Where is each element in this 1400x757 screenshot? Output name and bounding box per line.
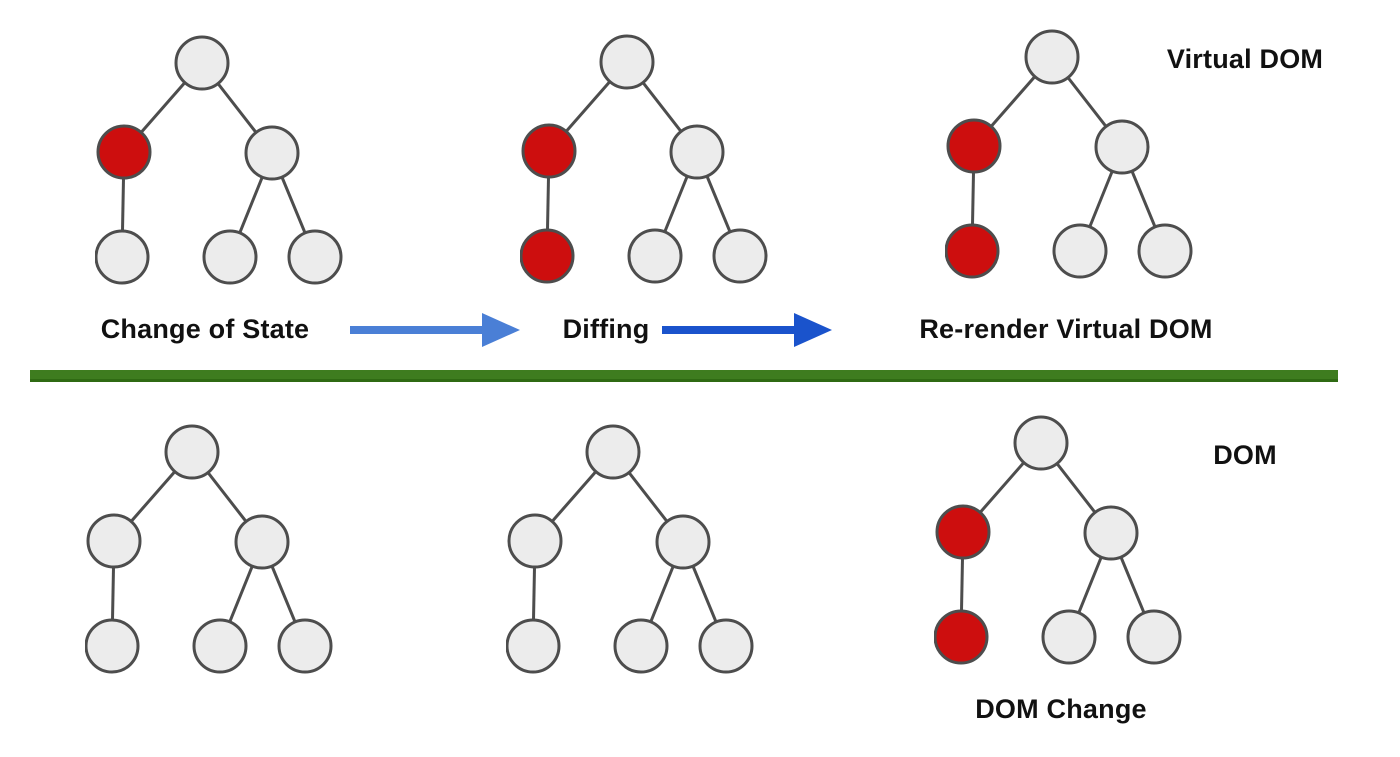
step-label-rerender-virtual-dom: Re-render Virtual DOM xyxy=(919,314,1213,344)
tree-node-gray xyxy=(1052,223,1108,279)
tree-node-gray xyxy=(86,513,142,569)
tree-rerender-virtual-dom xyxy=(945,29,1193,279)
tree-node-gray xyxy=(1041,609,1097,665)
arrow-head xyxy=(482,313,520,347)
tree-node-gray xyxy=(234,514,290,570)
step-label-change-of-state: Change of State xyxy=(100,314,310,344)
tree-node-gray xyxy=(1013,415,1069,471)
tree-node-red xyxy=(520,228,575,284)
dom-section-label: DOM xyxy=(1213,440,1277,470)
arrow-diffing-to-rerender-icon xyxy=(662,313,832,347)
tree-node-gray xyxy=(1137,223,1193,279)
tree-node-gray xyxy=(669,124,725,180)
tree-node-red xyxy=(934,609,989,665)
tree-node-red xyxy=(521,123,577,179)
step-label-diffing: Diffing xyxy=(562,314,650,344)
tree-node-gray xyxy=(655,514,711,570)
tree-node-gray xyxy=(506,618,561,674)
tree-node-gray xyxy=(613,618,669,674)
tree-node-gray xyxy=(85,618,140,674)
dom-change-label: DOM Change xyxy=(975,694,1147,724)
tree-node-gray xyxy=(244,125,300,181)
tree-node-red xyxy=(96,124,152,180)
tree-node-gray xyxy=(277,618,333,674)
tree-node-gray xyxy=(1083,505,1139,561)
virtual-dom-section-label: Virtual DOM xyxy=(1166,44,1324,74)
tree-dom-2 xyxy=(506,424,754,674)
tree-node-gray xyxy=(585,424,641,480)
tree-node-gray xyxy=(1094,119,1150,175)
tree-node-red xyxy=(945,223,1000,279)
tree-node-gray xyxy=(164,424,220,480)
tree-node-gray xyxy=(507,513,563,569)
tree-node-gray xyxy=(95,229,150,285)
tree-node-gray xyxy=(1024,29,1080,85)
tree-node-gray xyxy=(192,618,248,674)
tree-node-gray xyxy=(287,229,343,285)
tree-node-gray xyxy=(1126,609,1182,665)
arrow-head xyxy=(794,313,832,347)
tree-dom-changed xyxy=(934,415,1182,665)
section-divider xyxy=(30,370,1338,382)
tree-node-gray xyxy=(174,35,230,91)
tree-node-gray xyxy=(698,618,754,674)
tree-node-gray xyxy=(599,34,655,90)
arrow-change-to-diffing-icon xyxy=(350,313,520,347)
tree-change-of-state xyxy=(95,35,343,285)
tree-node-red xyxy=(935,504,991,560)
tree-diffing xyxy=(520,34,768,284)
tree-node-gray xyxy=(627,228,683,284)
tree-node-gray xyxy=(202,229,258,285)
tree-dom-1 xyxy=(85,424,333,674)
tree-node-red xyxy=(946,118,1002,174)
tree-node-gray xyxy=(712,228,768,284)
